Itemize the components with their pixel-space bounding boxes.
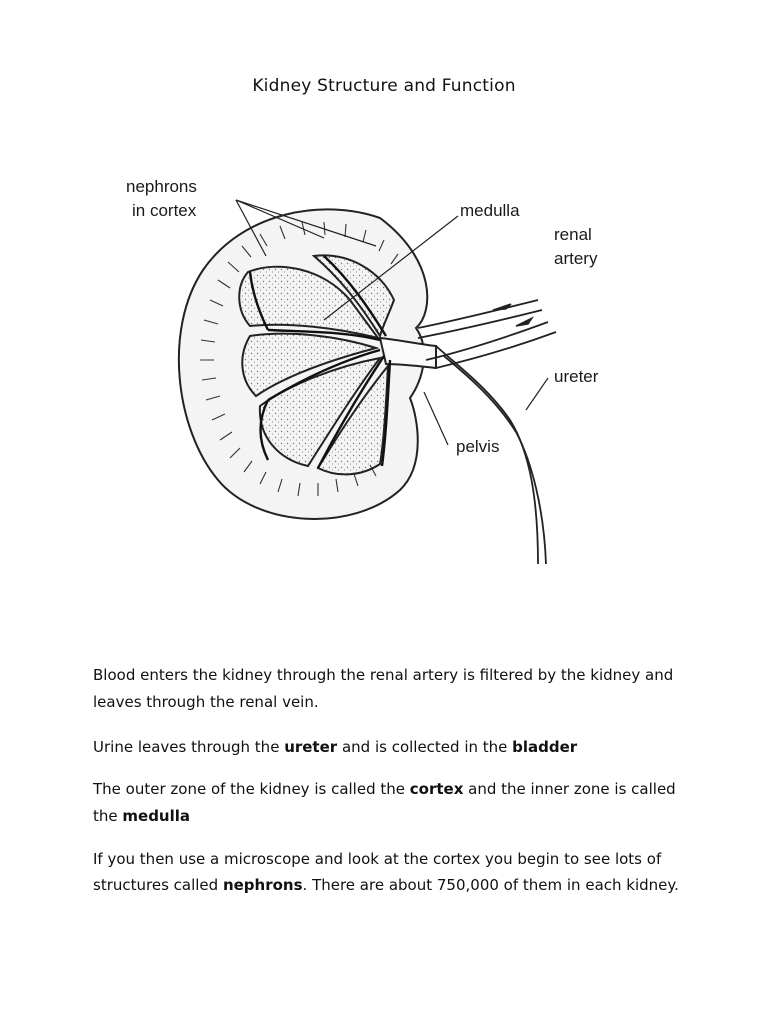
term-nephrons: nephrons xyxy=(223,876,303,894)
paragraph-nephrons-text: If you then use a microscope and look at… xyxy=(93,846,693,898)
p4-post: . There are about 750,000 of them in eac… xyxy=(303,876,679,894)
paragraph-zones-text: The outer zone of the kidney is called t… xyxy=(93,776,693,830)
kidney-diagram: nephrons in cortex medulla renal artery … xyxy=(118,160,638,565)
label-pelvis: pelvis xyxy=(456,437,499,456)
term-cortex: cortex xyxy=(410,780,464,798)
page-title: Kidney Structure and Function xyxy=(0,76,768,96)
label-nephrons-line1: nephrons xyxy=(126,177,197,196)
paragraph-blood-flow-text: Blood enters the kidney through the rena… xyxy=(93,662,693,716)
flow-arrows xyxy=(493,304,532,326)
term-medulla: medulla xyxy=(122,807,190,825)
label-nephrons-line2: in cortex xyxy=(132,201,197,220)
paragraph-blood-flow: Blood enters the kidney through the rena… xyxy=(93,662,693,716)
paragraph-urine-text: Urine leaves through the ureter and is c… xyxy=(93,734,693,761)
paragraph-nephrons: If you then use a microscope and look at… xyxy=(93,846,693,898)
kidney-illustration: nephrons in cortex medulla renal artery … xyxy=(118,160,638,565)
term-ureter: ureter xyxy=(284,738,337,756)
label-renal-line1: renal xyxy=(554,225,592,244)
label-medulla: medulla xyxy=(460,201,520,220)
term-bladder: bladder xyxy=(512,738,577,756)
p2-pre: Urine leaves through the xyxy=(93,738,284,756)
p3-pre: The outer zone of the kidney is called t… xyxy=(93,780,410,798)
paragraph-urine: Urine leaves through the ureter and is c… xyxy=(93,734,693,761)
label-renal-line2: artery xyxy=(554,249,598,268)
label-ureter: ureter xyxy=(554,367,599,386)
paragraph-zones: The outer zone of the kidney is called t… xyxy=(93,776,693,830)
renal-pelvis xyxy=(380,338,436,368)
p2-mid: and is collected in the xyxy=(337,738,512,756)
renal-vessels xyxy=(418,300,556,564)
